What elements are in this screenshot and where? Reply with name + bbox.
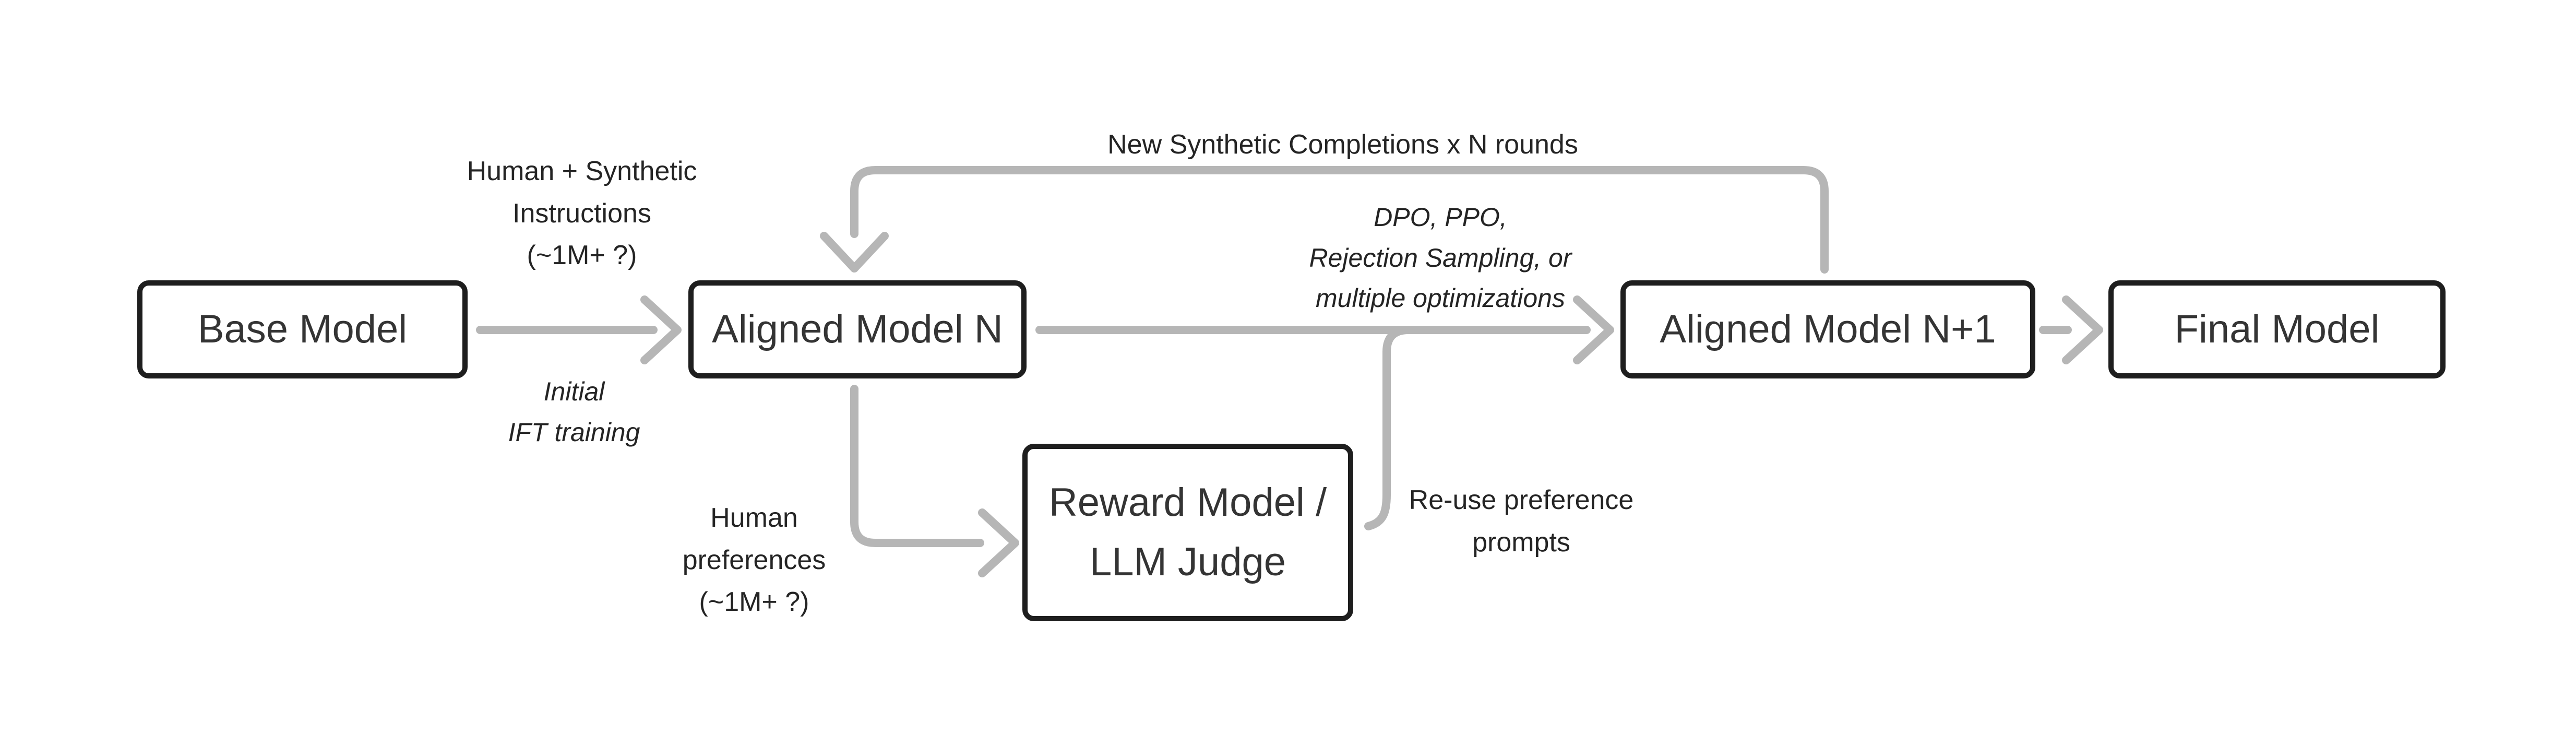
arrow-aligned-n1-to-final — [2039, 295, 2103, 364]
node-aligned-model-n: Aligned Model N — [688, 280, 1027, 378]
connector-reward-to-optimization — [1364, 326, 1413, 530]
label-human-synthetic-instructions: Human + Synthetic Instructions (~1M+ ?) — [467, 156, 697, 271]
label-human-preferences: Human preferences (~1M+ ?) — [682, 503, 826, 618]
label-initial-ift-training: Initial IFT training — [508, 377, 640, 447]
arrow-aligned-n-to-reward — [850, 385, 1019, 577]
label-reuse-preference-prompts: Re-use preference prompts — [1409, 485, 1634, 558]
node-reward-model-llm-judge: Reward Model / LLM Judge — [1022, 444, 1353, 621]
node-final-model: Final Model — [2108, 280, 2446, 378]
arrow-aligned-n-to-aligned-n1 — [1035, 295, 1614, 364]
arrow-base-to-aligned-n — [476, 295, 682, 364]
loop-arrow-new-synthetic-completions — [820, 166, 1829, 274]
label-new-synthetic-completions: New Synthetic Completions x N rounds — [1107, 129, 1578, 160]
node-aligned-model-n-plus-1: Aligned Model N+1 — [1620, 280, 2035, 378]
node-base-model: Base Model — [137, 280, 468, 378]
label-dpo-ppo-optimizations: DPO, PPO, Rejection Sampling, or multipl… — [1309, 203, 1572, 313]
